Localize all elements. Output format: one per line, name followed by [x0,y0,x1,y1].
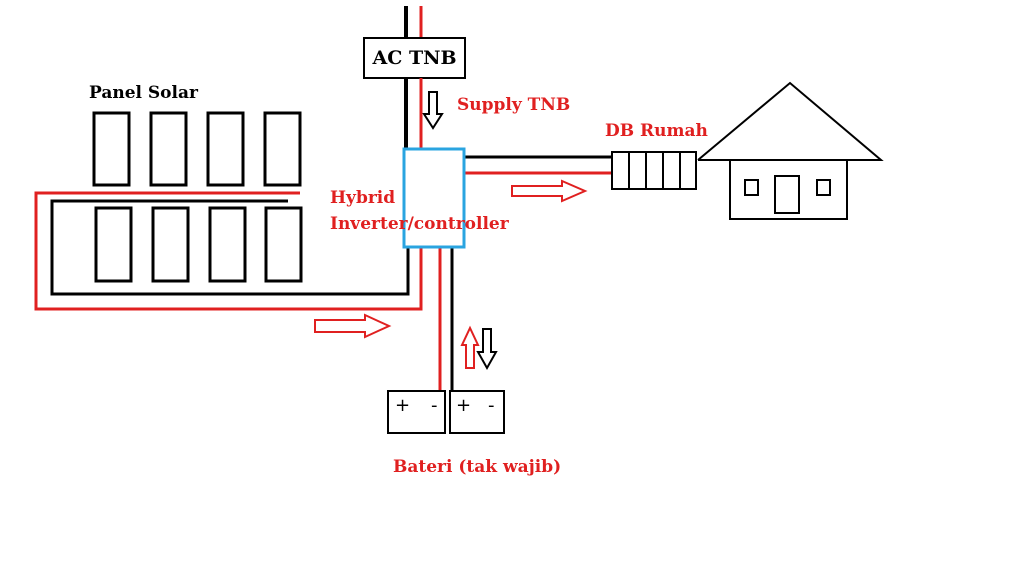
solar-red-wire [34,191,423,311]
db-rumah-box [611,151,697,190]
hybrid-inverter-box [402,147,466,249]
supply-down-arrow-icon [422,91,444,130]
solar-panel [149,111,188,187]
solar-panel [208,206,247,283]
db-rumah-label: DB Rumah [605,121,708,141]
house-door [774,175,800,214]
house-roof [697,81,884,161]
battery [449,390,505,434]
inverter-controller-label: Inverter/controller [330,214,510,234]
bateri-label: Bateri (tak wajib) [393,457,561,477]
solar-panel [92,111,131,187]
panel-solar-label: Panel Solar [89,83,199,103]
battery-minus-symbol: - [488,395,495,416]
solar-panel [264,206,303,283]
battery-up-arrow-icon [460,325,480,369]
solar-black-wire [50,199,410,296]
ac-tnb-box [363,37,466,79]
db-flow-arrow-icon [511,179,588,203]
solar-panel [263,111,302,187]
hybrid-label: Hybrid [330,188,395,208]
battery-plus-symbol: + [456,395,471,416]
solar-panel [151,206,190,283]
house-window [816,179,831,196]
battery-plus-symbol: + [395,395,410,416]
battery-minus-symbol: - [431,395,438,416]
solar-flow-arrow-icon [314,313,392,339]
house-window [744,179,759,196]
ac-tnb-label: AC TNB [371,47,456,69]
battery-down-arrow-icon [476,328,498,371]
battery [387,390,446,434]
solar-panel [206,111,245,187]
supply-tnb-label: Supply TNB [457,95,570,115]
solar-panel [94,206,133,283]
